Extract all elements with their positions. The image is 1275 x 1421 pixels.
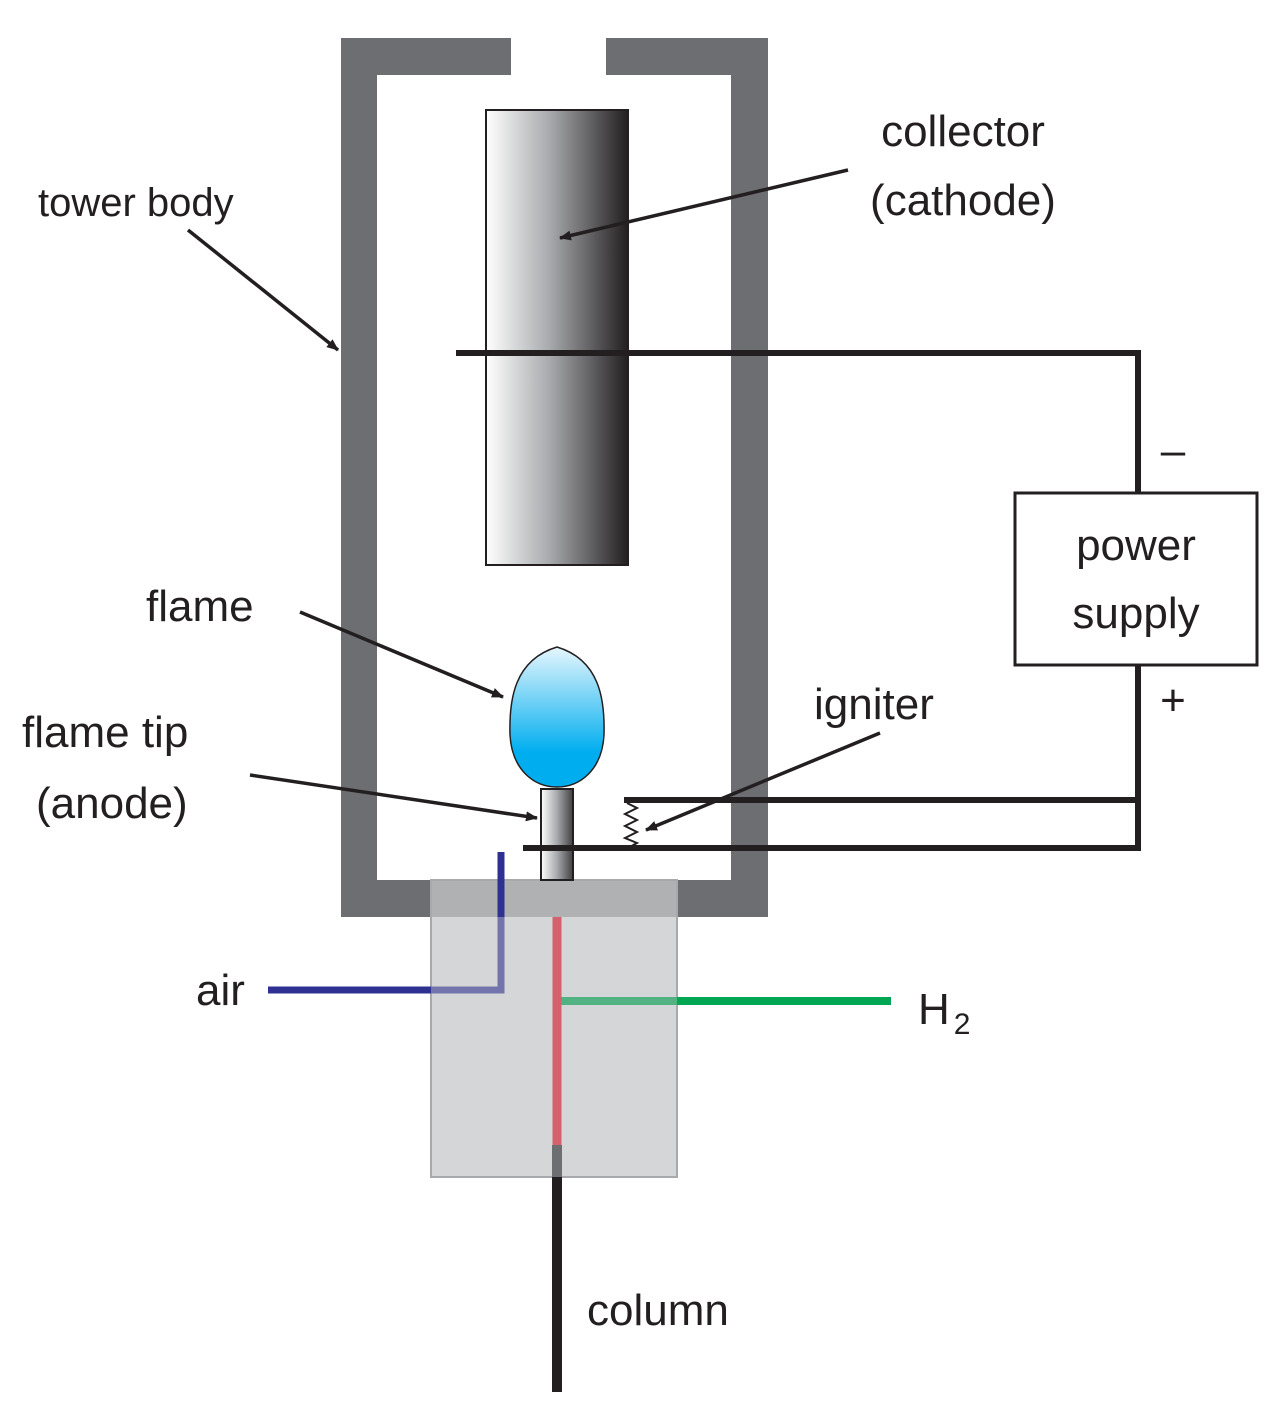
tower-left-wall (341, 38, 377, 917)
flame-tip-label-line2: (anode) (36, 779, 188, 828)
collector-arrow (559, 168, 849, 241)
tower-body-label: tower body (38, 181, 234, 225)
flame-tip-label-line1: flame tip (22, 708, 188, 757)
power-supply-box (1013, 491, 1259, 667)
h2-label-subscript: 2 (954, 1008, 971, 1041)
flame-tip (540, 788, 574, 881)
plus-sign: + (1160, 676, 1186, 725)
flame-label: flame (146, 582, 254, 631)
leader-arrows (186, 168, 881, 832)
wiring (456, 350, 1141, 851)
tower-top-right (606, 38, 768, 75)
air-line (268, 852, 505, 994)
igniter-coil (622, 802, 640, 849)
column-label: column (587, 1286, 729, 1335)
igniter-arrow (645, 731, 881, 832)
power-supply-label-line2: supply (1072, 589, 1199, 638)
flame-tip-arrow (249, 773, 538, 822)
tower-body-arrow (186, 228, 340, 352)
h2-label-main: H (918, 985, 950, 1034)
collector-label-line1: collector (881, 107, 1045, 156)
air-line-overlay (431, 917, 505, 994)
collector-label-line2: (cathode) (870, 176, 1056, 225)
collector-cylinder (485, 109, 629, 566)
flame-arrow (299, 610, 504, 699)
tower-top-left (341, 38, 511, 75)
h2-label: H 2 (918, 985, 970, 1041)
air-label: air (196, 966, 245, 1015)
igniter-label: igniter (814, 680, 934, 729)
power-supply-label-line1: power (1076, 521, 1196, 570)
flame (509, 646, 605, 788)
collector-wire (456, 350, 1141, 493)
anode-wire (523, 665, 1141, 851)
minus-sign: – (1161, 426, 1186, 475)
tower-right-wall (731, 38, 768, 917)
